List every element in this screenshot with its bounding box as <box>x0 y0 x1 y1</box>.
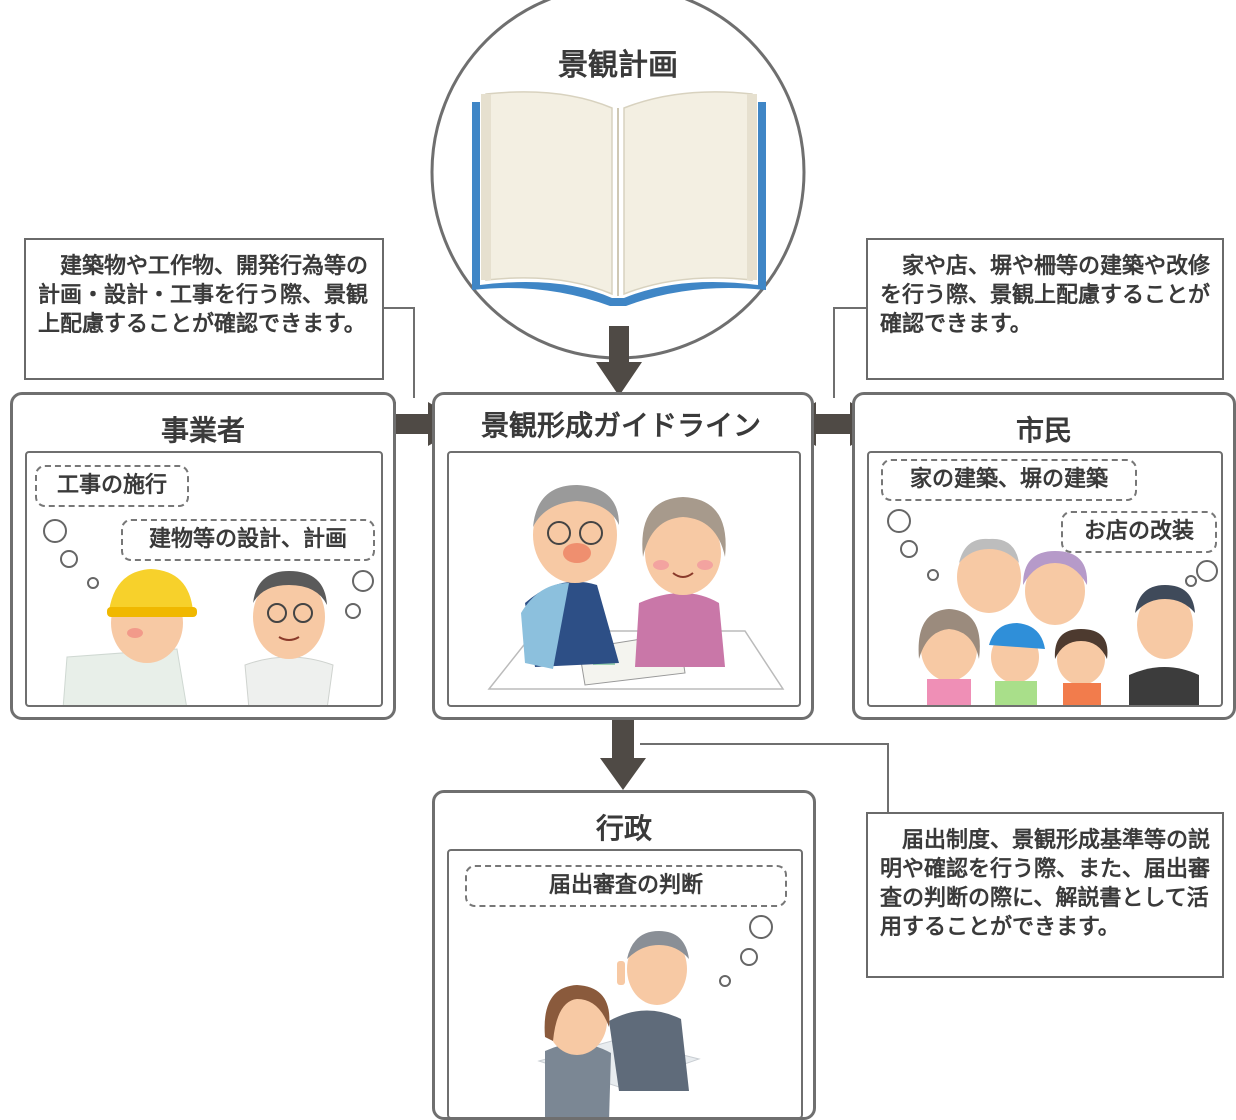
guideline-panel <box>432 392 814 720</box>
bottom-right-note: 届出制度、景観形成基準等の説明や確認を行う際、また、届出審査の判断の際に、解説書… <box>866 812 1224 978</box>
business-illustration-frame: 工事の施行 建物等の設計、計画 <box>25 451 383 707</box>
arrow-down-icon <box>596 326 642 396</box>
guideline-illustration-frame <box>447 451 801 707</box>
citizen-panel: 市民 家の建築、塀の建築 お店の改装 <box>852 392 1236 720</box>
left-note-connector <box>384 307 415 398</box>
top-title: 景観計画 <box>558 48 678 83</box>
bottom-note-connector <box>640 743 889 812</box>
administration-bubble-review: 届出審査の判断 <box>465 865 787 907</box>
business-panel-title: 事業者 <box>160 414 245 447</box>
administration-panel-title: 行政 <box>595 812 652 845</box>
citizen-illustration-frame: 家の建築、塀の建築 お店の改装 <box>867 451 1223 707</box>
citizen-panel-title: 市民 <box>1015 414 1072 447</box>
family-illustration <box>887 509 1218 705</box>
citizen-bubble-building: 家の建築、塀の建築 <box>881 459 1137 501</box>
elderly-couple-illustration <box>487 485 785 690</box>
administration-panel: 行政 届出審査の判断 <box>432 790 816 1120</box>
business-bubble-construction: 工事の施行 <box>35 465 189 507</box>
left-note: 建築物や工作物、開発行為等の計画・設計・工事を行う際、景観上配慮することが確認で… <box>24 238 384 380</box>
guideline-title: 景観形成ガイドライン <box>462 404 780 444</box>
book-icon <box>472 91 766 306</box>
citizen-bubble-store: お店の改装 <box>1061 511 1217 553</box>
right-note: 家や店、塀や柵等の建築や改修を行う際、景観上配慮することが確認できます。 <box>866 238 1224 380</box>
officials-illustration <box>537 915 773 1117</box>
business-bubble-design: 建物等の設計、計画 <box>121 519 375 561</box>
right-note-connector <box>833 307 866 398</box>
business-panel: 事業者 工事の施行 建物等の設計、計画 <box>10 392 396 720</box>
business-people-illustration <box>43 519 374 705</box>
administration-illustration-frame: 届出審査の判断 <box>447 849 803 1119</box>
